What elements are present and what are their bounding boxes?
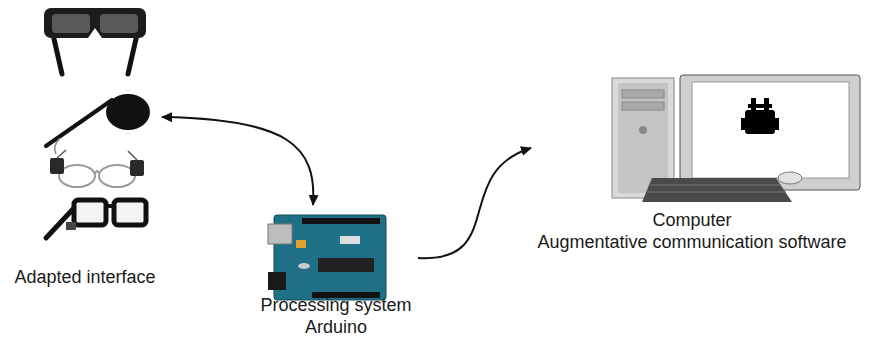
illustration-part	[622, 90, 664, 98]
node-caption: Processing system	[260, 294, 411, 316]
illustration-part	[680, 75, 860, 190]
illustration-part	[748, 104, 772, 108]
computer	[612, 75, 860, 202]
illustration-part	[66, 222, 76, 230]
illustration-part	[639, 126, 647, 134]
picture-node: ComputerAugmentative communication softw…	[531, 70, 853, 255]
illustration-part	[57, 150, 66, 158]
illustration-part	[774, 118, 779, 130]
illustration-part	[647, 192, 786, 193]
curved-arrow	[418, 148, 531, 258]
illustration-part	[114, 200, 146, 225]
node-caption: Computer	[652, 209, 731, 231]
node-caption: Augmentative communication software	[537, 231, 846, 253]
illustration-part	[44, 8, 146, 38]
illustration-part	[106, 204, 114, 208]
picture-node: Processing systemArduino	[254, 205, 418, 340]
illustration-part	[55, 138, 60, 154]
node-caption: Arduino	[305, 316, 367, 338]
illustration-part	[618, 83, 668, 193]
illustration-part	[130, 160, 144, 176]
illustration-part	[622, 102, 664, 110]
illustration-part	[745, 110, 775, 134]
node-caption: Adapted interface	[14, 266, 155, 288]
illustration-part	[128, 151, 137, 160]
illustration-part	[95, 171, 99, 174]
sensor-glasses	[50, 150, 144, 187]
illustration-part	[778, 172, 802, 184]
illustration-part	[302, 218, 380, 224]
illustration-part	[650, 185, 781, 186]
illustration-part	[692, 82, 849, 178]
illustration-part	[106, 94, 150, 130]
shutter-glasses	[44, 8, 146, 74]
black-frame-glasses	[46, 200, 146, 238]
illustration-part	[88, 28, 102, 38]
illustration-part	[268, 272, 286, 290]
illustration-part	[296, 240, 306, 248]
illustration-part	[741, 118, 746, 130]
illustration-part	[74, 200, 106, 225]
curved-arrow	[162, 117, 313, 205]
illustration-part	[340, 236, 360, 244]
illustration-part	[52, 14, 90, 33]
arduino-board	[268, 215, 386, 300]
illustration-part	[100, 14, 138, 33]
eye-patch-glasses	[46, 94, 150, 154]
illustration-part	[46, 100, 112, 146]
illustration-part	[50, 158, 64, 174]
illustration-part	[298, 263, 310, 269]
illustration-part	[642, 178, 792, 202]
illustration-part	[318, 258, 374, 272]
illustration-part	[99, 165, 135, 187]
picture-node: Adapted interface	[8, 5, 162, 290]
illustration-part	[268, 224, 292, 244]
illustration-part	[59, 165, 95, 187]
